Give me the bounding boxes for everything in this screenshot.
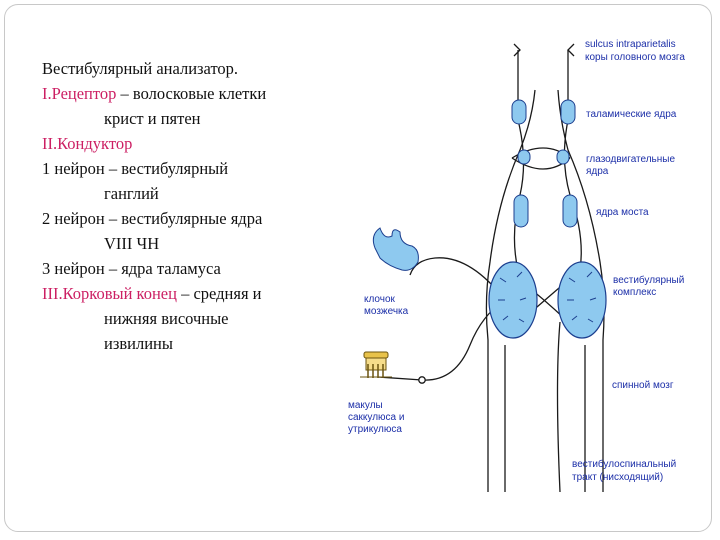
label-flocculus-1: клочок (364, 294, 396, 305)
label-vestibular-2: комплекс (613, 287, 656, 298)
neuron1-line: 1 нейрон – вестибулярный (42, 159, 229, 178)
brainstem-outline-left (485, 89, 536, 492)
receptor-line: I.Рецептор – волосковые клетки (42, 81, 332, 106)
label-oculomotor-1: глазодвигательные (586, 154, 675, 165)
slide-frame (4, 4, 712, 532)
cortex-text: – средняя и (176, 284, 262, 303)
label-spinal: спинной мозг (612, 380, 674, 391)
cortex-line-3: извилины (104, 334, 173, 353)
conductor-heading: II.Кондуктор (42, 134, 133, 153)
cortex-line: III.Корковый конец – средняя и (42, 281, 332, 306)
vestibular-nucleus-left (488, 261, 538, 339)
label-flocculus-2: мозжечка (364, 306, 409, 317)
label-pons: ядра моста (596, 207, 649, 218)
pons-nucleus-left (513, 194, 529, 228)
neuron2-line: 2 нейрон – вестибулярные ядра (42, 209, 263, 228)
label-maculae-1: макулы (348, 400, 383, 411)
pons-nucleus-right (562, 194, 578, 228)
cortex-heading: III.Корковый конец (42, 284, 177, 303)
cortex-line-2: нижняя височные (104, 309, 229, 328)
text-block: Вестибулярный анализатор. I.Рецептор – в… (42, 56, 332, 356)
receptor-heading: I.Рецептор (42, 84, 117, 103)
receptor-text: – волосковые клетки (116, 84, 267, 103)
thalamic-nucleus-left (511, 99, 527, 125)
macula-icon (360, 351, 392, 378)
neuron1-line-2: ганглий (104, 184, 159, 203)
slide-title: Вестибулярный анализатор. (42, 59, 239, 78)
label-maculae-3: утрикулюса (348, 424, 402, 435)
vestibular-neurons-right (567, 271, 597, 323)
vestibular-ganglion (418, 376, 426, 384)
label-tract-2: тракт (нисходящий) (572, 472, 663, 483)
label-sulcus-2: коры головного мозга (585, 52, 685, 63)
vestibular-pathway-diagram: sulcus intraparietalis коры головного мо… (348, 39, 685, 493)
label-sulcus-1: sulcus intraparietalis (585, 39, 676, 50)
descending-tract (556, 321, 561, 493)
vestibular-neurons-left (498, 271, 527, 323)
flocculus-shape (372, 227, 419, 271)
neuron2-line-2: VIII ЧН (104, 234, 160, 253)
label-oculomotor-2: ядра (586, 166, 609, 177)
neuron3-line: 3 нейрон – ядра таламуса (42, 259, 221, 278)
label-maculae-2: саккулюса и (348, 412, 404, 423)
receptor-line-2: крист и пятен (104, 109, 201, 128)
label-vestibular-1: вестибулярный (613, 274, 684, 286)
cortex-arrow-right (567, 43, 575, 57)
vestibular-nucleus-right (557, 261, 607, 339)
oculomotor-nucleus-right (556, 149, 570, 165)
label-tract-1: вестибулоспинальный (572, 458, 676, 470)
oculomotor-nucleus-left (517, 149, 531, 165)
label-thalamic: таламические ядра (586, 109, 677, 120)
thalamic-nucleus-right (560, 99, 576, 125)
cortex-arrow-left (513, 43, 521, 57)
